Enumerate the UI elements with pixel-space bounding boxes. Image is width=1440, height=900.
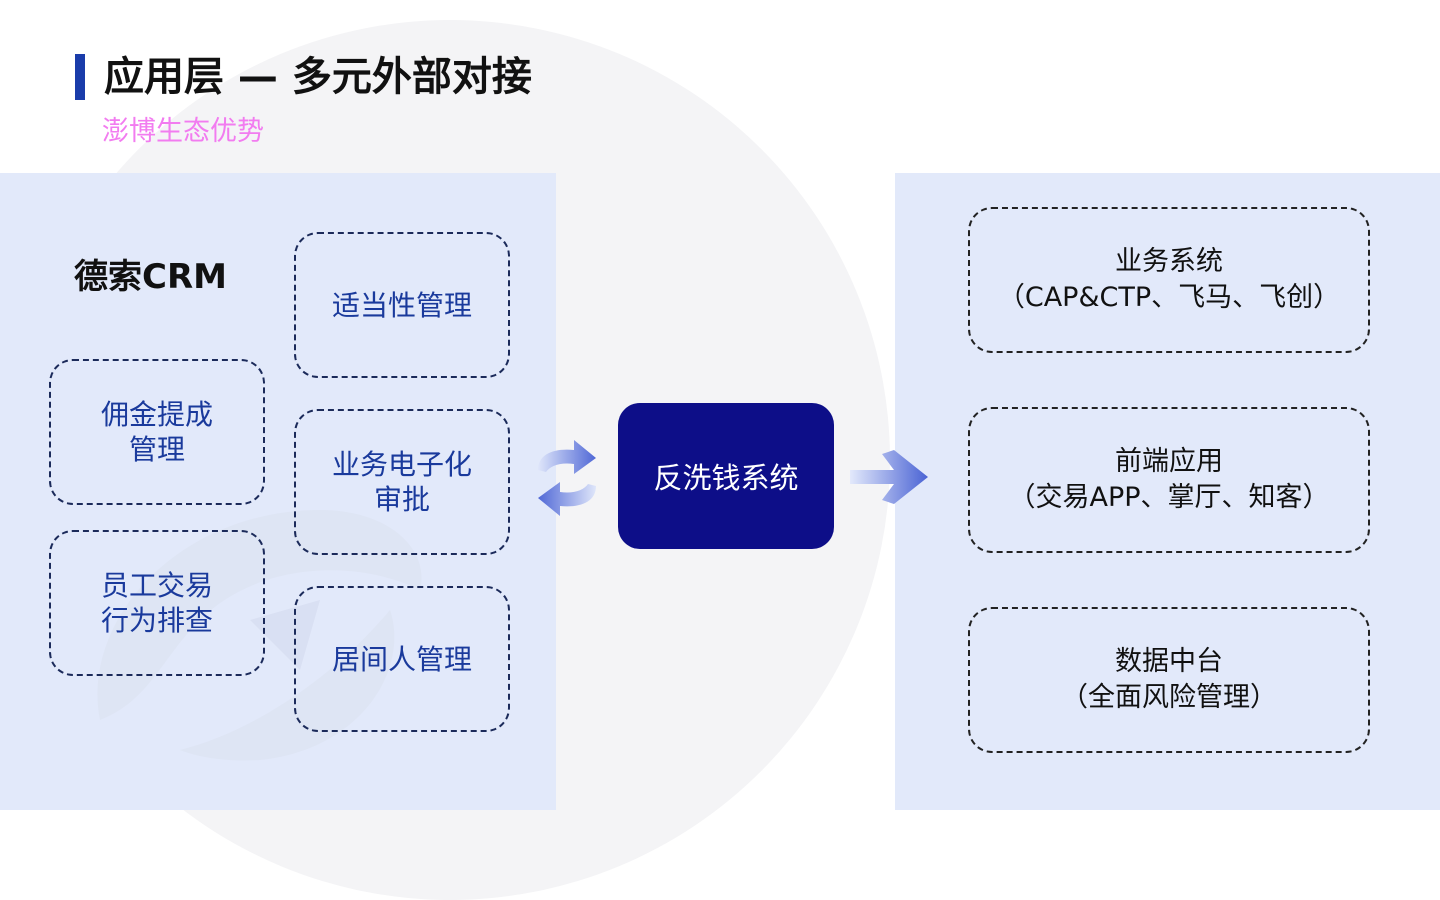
box-line: 行为排查 [100, 604, 213, 637]
box-line: 审批 [373, 483, 430, 516]
arrow-right-icon [850, 450, 928, 504]
box-line: （CAP&CTP、飞马、飞创） [997, 282, 1341, 313]
box-line: 居间人管理 [331, 642, 472, 676]
box-intermediary-management: 居间人管理 [294, 586, 510, 732]
box-suitability-management: 适当性管理 [294, 232, 510, 378]
box-line: 业务电子化 [331, 448, 472, 481]
right-panel [895, 173, 1440, 810]
box-line: 前端应用 [1114, 446, 1223, 477]
sync-arrows-icon [538, 440, 596, 516]
page-subtitle: 澎博生态优势 [102, 116, 264, 147]
box-line: 员工交易 [100, 569, 213, 602]
logo-watermark-icon [97, 510, 422, 761]
title-accent-bar [75, 54, 85, 100]
crm-label: 德索CRM [74, 257, 227, 297]
box-line: 管理 [128, 433, 185, 466]
left-panel [0, 173, 556, 810]
box-commission-management: 佣金提成 管理 [49, 359, 265, 505]
box-employee-trading-check: 员工交易 行为排查 [49, 530, 265, 676]
box-line: 业务系统 [1114, 246, 1223, 277]
page-title: 应用层 — 多元外部对接 [104, 54, 532, 100]
box-electronic-approval: 业务电子化 审批 [294, 409, 510, 555]
box-line: 适当性管理 [331, 288, 472, 322]
box-line: 数据中台 [1115, 646, 1223, 677]
box-frontend-application: 前端应用 （交易APP、掌厅、知客） [968, 407, 1370, 553]
aml-system-box: 反洗钱系统 [618, 403, 834, 549]
box-line: 佣金提成 [100, 398, 213, 431]
box-business-system: 业务系统 （CAP&CTP、飞马、飞创） [968, 207, 1370, 353]
box-line: （交易APP、掌厅、知客） [1008, 482, 1330, 513]
box-data-platform: 数据中台 （全面风险管理） [968, 607, 1370, 753]
box-line: （全面风险管理） [1061, 682, 1277, 713]
